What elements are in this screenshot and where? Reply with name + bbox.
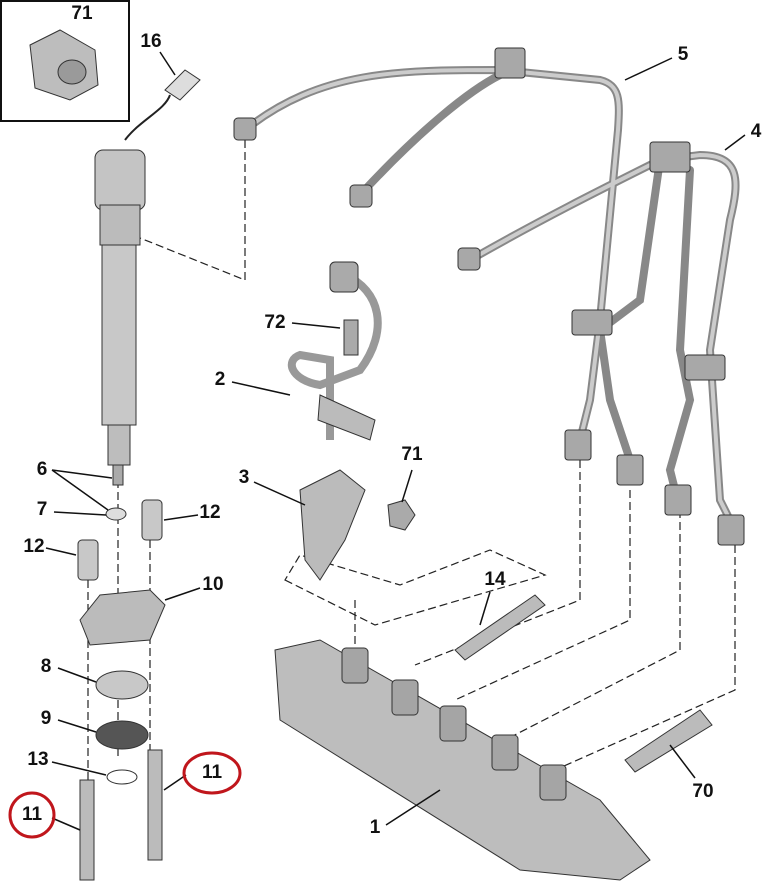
- callout-13: 13: [27, 749, 49, 770]
- fuel-rail-icon: [274, 639, 651, 881]
- nut-inset-icon: [29, 29, 99, 101]
- callout-71: 71: [401, 444, 423, 465]
- inset-box: [0, 0, 130, 122]
- callout-5: 5: [677, 44, 689, 65]
- callout-14: 14: [484, 569, 506, 590]
- callout-8: 8: [40, 656, 52, 677]
- callout-6: 6: [36, 459, 48, 480]
- pipe-nuts-icon: [233, 47, 745, 546]
- stud-icon: [454, 594, 546, 661]
- callout-3: 3: [238, 467, 250, 488]
- injector-icon: [94, 94, 171, 486]
- injector-seat-parts-icon: [77, 499, 166, 881]
- highlight-circle-11-right: [182, 751, 242, 795]
- callout-11-right: 11: [201, 762, 223, 783]
- callout-12-right: 12: [199, 502, 221, 523]
- callout-71-inset: 71: [71, 3, 93, 24]
- callout-70: 70: [692, 781, 714, 802]
- callout-2: 2: [214, 369, 226, 390]
- leader-lines: [45, 51, 746, 831]
- callout-7: 7: [36, 499, 48, 520]
- callout-16: 16: [140, 31, 162, 52]
- callout-11-left: 11: [21, 804, 43, 825]
- highlight-circle-11-left: [8, 791, 56, 839]
- callout-12-left: 12: [23, 536, 45, 557]
- callout-72: 72: [264, 312, 286, 333]
- clip-icon: [164, 69, 201, 101]
- fuel-pipes-icon: [241, 65, 740, 524]
- callout-10: 10: [202, 574, 224, 595]
- callout-1: 1: [369, 817, 381, 838]
- return-pipe-bracket-icon: [287, 261, 416, 581]
- bolt-icon: [624, 709, 713, 773]
- callout-4: 4: [750, 121, 762, 142]
- callout-9: 9: [40, 708, 52, 729]
